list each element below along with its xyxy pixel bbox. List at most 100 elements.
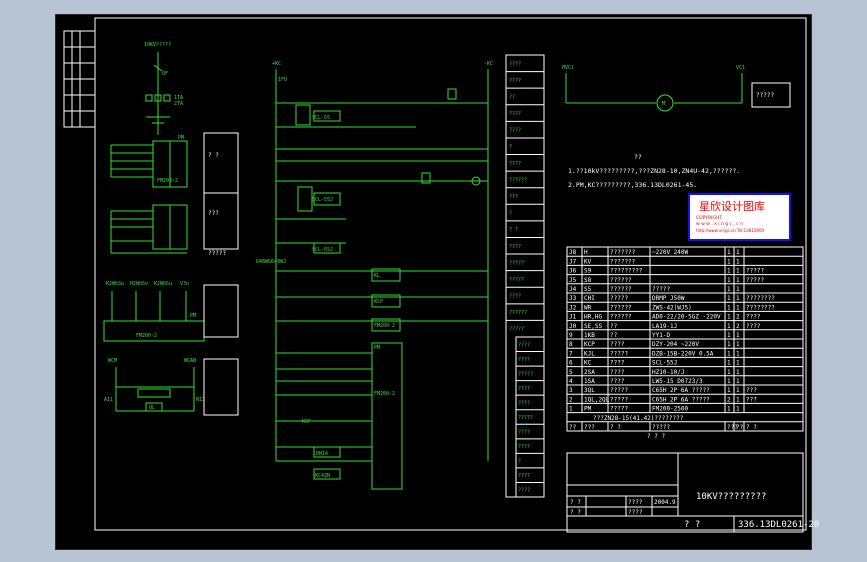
bom-cell: 1 <box>727 406 731 413</box>
bom-cell: S5 <box>584 286 592 293</box>
bom-cell: 1KB <box>584 332 595 339</box>
bom-cell: 1 <box>736 258 740 265</box>
kw4-label: V3n <box>180 281 189 287</box>
strip-cell-15: ?????? <box>509 310 527 316</box>
ws-label: 648WG648WJ <box>256 259 286 265</box>
bom-cell: J5 <box>569 277 577 284</box>
info-box-1 <box>203 132 239 250</box>
strip-cell-9: ? <box>509 211 512 217</box>
bom-cell: 1 <box>727 268 731 275</box>
strip-cell-3: ???? <box>509 111 521 117</box>
bom-cell: S8 <box>584 277 592 284</box>
kcn-label: KC4ZN <box>315 473 330 479</box>
bom-cell: 1 <box>727 277 731 284</box>
bom-footer-note: ???ZN28-15(41.42)???????? <box>593 415 684 422</box>
kw2-label: H2Wh5v <box>130 281 148 287</box>
bom-cell: FM200-2500 <box>652 406 689 413</box>
coil-1-label: SCL-55 <box>312 115 330 121</box>
stamp: 星欣设计图库 COPYRIGHT w w w . x i n g c . c n… <box>688 193 791 241</box>
bom-cell: ?? <box>610 323 618 330</box>
bom-cell: SCL-55J <box>652 360 677 367</box>
bom-cell: C65H 2P 6A ????? <box>652 396 710 403</box>
bom-cell: ZWS-42(WJ5) <box>652 304 692 311</box>
bom-cell: DRMP J50W <box>652 295 685 302</box>
bom-cell: 1 <box>736 304 740 311</box>
bottom-pm-label: FM200-2 <box>136 333 157 339</box>
bom-cell: 1SA <box>584 378 595 385</box>
bom-cell: J3 <box>569 295 577 302</box>
bom-cell: 1 <box>736 387 740 394</box>
stamp-title: 星欣设计图库 <box>699 199 765 213</box>
strip-cell-12: ????? <box>509 260 524 266</box>
strip2-cell-7: ???? <box>518 444 530 450</box>
bom-cell: 5 <box>569 369 573 376</box>
strip2-cell-3: ???? <box>518 386 530 392</box>
tb-r2c0: ? ? <box>570 509 581 516</box>
bom-cell: 1QL,2QL <box>584 396 610 403</box>
bom-cell: 7 <box>569 350 573 357</box>
sheet-title: 10KV????????? <box>696 492 766 502</box>
bom-cell: ????? <box>746 277 764 284</box>
pm-ctrl-unit: FM200-2 <box>374 391 395 397</box>
bom-cell: ?????? <box>610 286 632 293</box>
dn-label: DN14 <box>316 451 328 457</box>
bom-cell: PM <box>584 406 592 413</box>
strip-cell-7: ?????? <box>509 177 527 183</box>
bom-cell: 6 <box>569 360 573 367</box>
bom-cell: 1 <box>736 369 740 376</box>
coil-2 <box>313 192 341 206</box>
motor-symbol <box>656 94 674 112</box>
bom-cell: 1 <box>736 396 740 403</box>
tb-r2c2: ???? <box>628 509 643 516</box>
bom-cell: 3QL <box>584 387 595 394</box>
bom-cell: J0 <box>569 323 577 330</box>
strip-cell-6: ???? <box>509 161 521 167</box>
bom-cell: 2SA <box>584 369 595 376</box>
motor-left-label: HVCi <box>562 65 574 71</box>
bom-header-cell: ? ? <box>746 424 757 431</box>
bom-cell: 1 <box>736 286 740 293</box>
bom-header-cell: ? ? <box>610 424 621 431</box>
bom-cell: KV <box>584 258 592 265</box>
bom-cell: ???????? <box>746 304 775 311</box>
tb-r1c2: ???? <box>628 499 643 506</box>
m1-label: N11 <box>196 397 205 403</box>
bom-cell: HR,HG <box>584 314 602 321</box>
bom-cell: 1 <box>727 387 731 394</box>
bom-cell: ????? <box>610 295 628 302</box>
bom-cell: 1 <box>736 332 740 339</box>
bom-cell: ???? <box>610 378 625 385</box>
strip-cell-5: ? <box>509 144 512 150</box>
bom-cell: 1 <box>736 378 740 385</box>
bom-cell: ?????? <box>610 314 632 321</box>
bom-cell: J7 <box>569 258 577 265</box>
strip-cell-10: ? ? <box>509 227 518 233</box>
motor-note-box <box>751 82 791 108</box>
bom-cell: 1 <box>727 258 731 265</box>
strip-cell-13: ????? <box>509 277 524 283</box>
tb-r1c0: ? ? <box>570 499 581 506</box>
coil-3 <box>313 242 341 254</box>
bom-cell: WR <box>584 304 592 311</box>
strip-cell-0: ???? <box>509 61 521 67</box>
bom-cell: 2 <box>569 396 573 403</box>
bom-cell: ?? <box>610 332 618 339</box>
bom-cell: 1 <box>727 314 731 321</box>
bom-cell: 1 <box>736 341 740 348</box>
bom-cell: ????? <box>610 406 628 413</box>
bom-cell: SE,SS <box>584 323 602 330</box>
strip-cell-1: ???? <box>509 78 521 84</box>
fuse-label: 1FU <box>278 77 287 83</box>
bom-cell: ????????? <box>610 268 643 275</box>
schematic-canvas: 10KV????? QF 1TA 2TA PM FM200-2 <box>63 17 819 533</box>
unit-label: FM200-2 <box>374 323 395 329</box>
bom-cell: 3 <box>569 387 573 394</box>
bom-cell: 9 <box>569 332 573 339</box>
bom-cell: 1 <box>736 406 740 413</box>
strip2-cell-4: ???? <box>518 400 530 406</box>
info-box-2 <box>203 284 239 338</box>
bom-cell: 1 <box>736 249 740 256</box>
bom-cell: H <box>584 249 588 256</box>
bom-cell: J4 <box>569 286 577 293</box>
